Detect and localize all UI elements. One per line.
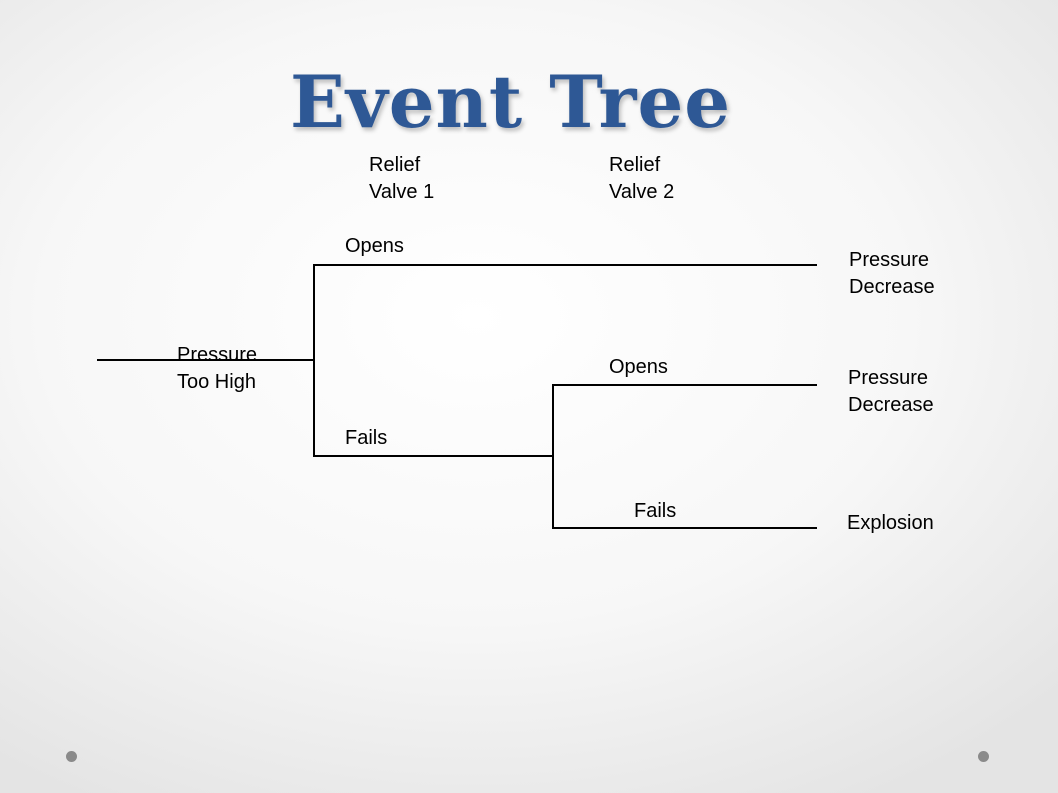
initiating-event-line: [97, 359, 314, 361]
header-relief-valve-1-line2: Valve 1: [369, 181, 435, 203]
outcome2-line2: Decrease: [848, 394, 934, 416]
initiating-event-line1: Pressure: [177, 344, 258, 366]
header-relief-valve-2-line1: Relief: [609, 154, 661, 176]
valve1-opens-branch: [313, 264, 817, 266]
valve2-split-line: [552, 384, 554, 528]
decorative-dot-right: [978, 751, 989, 762]
valve1-fails-label: Fails: [345, 427, 388, 449]
valve2-fails-label: Fails: [634, 500, 677, 522]
valve1-split-line: [313, 264, 315, 456]
outcome-pressure-decrease-2: Pressure Decrease: [848, 365, 934, 419]
initiating-event-label: Pressure Too High: [177, 342, 257, 396]
outcome-explosion: Explosion: [847, 512, 934, 534]
header-relief-valve-1: Relief Valve 1: [369, 152, 434, 206]
header-relief-valve-1-line1: Relief: [369, 154, 421, 176]
valve1-opens-label: Opens: [345, 235, 404, 257]
decorative-dot-left: [66, 751, 77, 762]
outcome1-line2: Decrease: [849, 276, 935, 298]
valve2-opens-label: Opens: [609, 356, 668, 378]
valve2-fails-branch: [552, 527, 817, 529]
outcome-pressure-decrease-1: Pressure Decrease: [849, 247, 935, 301]
header-relief-valve-2: Relief Valve 2: [609, 152, 674, 206]
valve2-opens-branch: [552, 384, 817, 386]
slide-title: Event Tree: [290, 59, 732, 144]
outcome1-line1: Pressure: [849, 249, 930, 271]
valve1-fails-branch: [313, 455, 553, 457]
outcome2-line1: Pressure: [848, 367, 929, 389]
header-relief-valve-2-line2: Valve 2: [609, 181, 675, 203]
initiating-event-line2: Too High: [177, 371, 256, 393]
